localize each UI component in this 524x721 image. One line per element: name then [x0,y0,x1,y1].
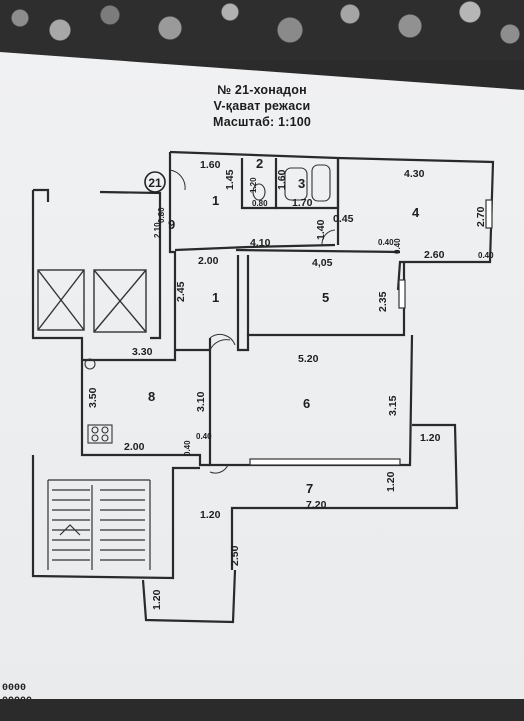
window-room5 [398,279,406,309]
door-arc-1 [169,169,186,191]
door-arc-3 [209,334,236,346]
floor-plan-subtitle: V-қават режаси [213,99,311,113]
room-7-label: 7 [306,481,313,496]
dim-1-60-b: 1.60 [276,169,288,190]
apartment-marker-circle [144,171,166,193]
room8-top-wall [82,350,177,362]
dim-7-20: 7.20 [306,499,327,511]
footer-text-block: 0000 00000 000000 [2,682,39,720]
dim-3-10: 3.10 [195,391,207,412]
room-1-mid-label: 1 [212,290,219,305]
dim-4-10: 4.10 [250,237,271,249]
scale-label: Масштаб: 1:100 [212,115,312,129]
room-9-label: 9 [168,217,175,232]
windows [249,199,493,466]
dim-1-20-small: 1.20 [249,177,258,193]
lower-extension [141,569,237,624]
elevator-shafts [37,269,147,333]
dim-3-30: 3.30 [132,346,153,358]
dim-0-80-room9: 0.80 [157,207,166,223]
walls [31,150,495,624]
corridor-wall-top [174,243,336,252]
dim-2-00-a: 2.00 [198,255,219,267]
room-1-top-label: 1 [212,193,219,208]
elevator-right [93,269,147,333]
bathtub-2 [311,164,331,202]
dim-3-50: 3.50 [87,387,99,408]
top-wall [169,150,495,291]
doors [169,169,336,474]
room-labels: 1 2 3 4 1 5 6 7 8 9 [148,156,420,496]
corridor-wall-mid [235,248,401,254]
lace-tablecloth-background [0,0,524,60]
bathtub [284,167,308,201]
door-arc-4 [321,229,336,246]
room-3-label: 3 [298,176,305,191]
dim-2-00-b: 2.00 [124,441,145,453]
dim-1-20-a: 1.20 [420,432,441,444]
stove [87,424,113,444]
room-6-label: 6 [303,396,310,411]
elevator-left-wall [31,190,84,360]
room-5-label: 5 [322,290,329,305]
dim-0-40-c: 0.40 [478,251,494,260]
room-4-label: 4 [412,205,420,220]
dimension-labels: 1.60 1.45 1.20 0.80 1.60 1.70 4.30 2.70 … [87,159,494,610]
dim-1-40: 1.40 [315,219,327,240]
room8-wall [80,360,210,467]
wc-wall [240,158,278,210]
dim-0-45: 0.45 [333,213,354,225]
footer-line-3: 000000 [2,709,39,720]
footer-line-2: 00000 [2,696,33,707]
apartment-number-title: № 21-хонадон [217,83,307,97]
dim-4-30: 4.30 [404,168,425,180]
floor-plan-sheet: № 21-хонадон V-қават режаси Масштаб: 1:1… [0,52,524,699]
dim-0-40-b: 0.40 [393,238,402,254]
window-room4 [485,199,493,229]
apartment-marker-number: 21 [148,176,162,190]
staircase [47,479,151,570]
elevator-left [37,269,85,331]
dim-2-60: 2.60 [424,249,445,261]
dim-1-45: 1.45 [224,169,236,190]
dim-0-40-a: 0.40 [378,238,394,247]
dim-1-60-a: 1.60 [200,159,221,171]
dim-2-35: 2.35 [377,291,389,312]
dim-0-80: 0.80 [252,199,268,208]
window-room6 [249,458,401,466]
dim-2-10: 2.10 [153,222,162,238]
floor-plan-drawing: 21 1 2 3 4 1 5 6 7 8 9 1.60 1.45 1.20 0.… [31,150,495,624]
dim-2-50: 2.50 [229,545,241,566]
room1-right-wall [236,255,250,352]
dim-0-40-d: 0.40 [183,440,192,456]
door-arc-2 [209,339,231,351]
dim-2-70: 2.70 [475,206,487,227]
elevator-top-left [33,188,50,202]
footer-line-1: 0000 [2,683,27,694]
balcony-outline [230,423,459,570]
door-arc-5 [209,464,229,474]
fixtures [84,164,331,444]
toilet [252,183,266,201]
room-8-label: 8 [148,389,155,404]
elevator-top-right [99,190,162,340]
left-upper-wall [168,152,177,285]
dim-5-20: 5.20 [298,353,319,365]
dim-2-45: 2.45 [175,281,187,302]
dim-1-20-d: 1.20 [151,589,163,610]
sink [84,358,96,370]
dim-1-70: 1.70 [292,197,313,209]
room-2-label: 2 [256,156,263,171]
dim-4-05: 4,05 [312,257,333,269]
dim-0-40-e: 0.40 [196,432,212,441]
dim-1-20-c: 1.20 [200,509,221,521]
dim-3-15: 3.15 [387,395,399,416]
dim-1-20-b: 1.20 [385,471,397,492]
stair-wall [31,455,200,580]
